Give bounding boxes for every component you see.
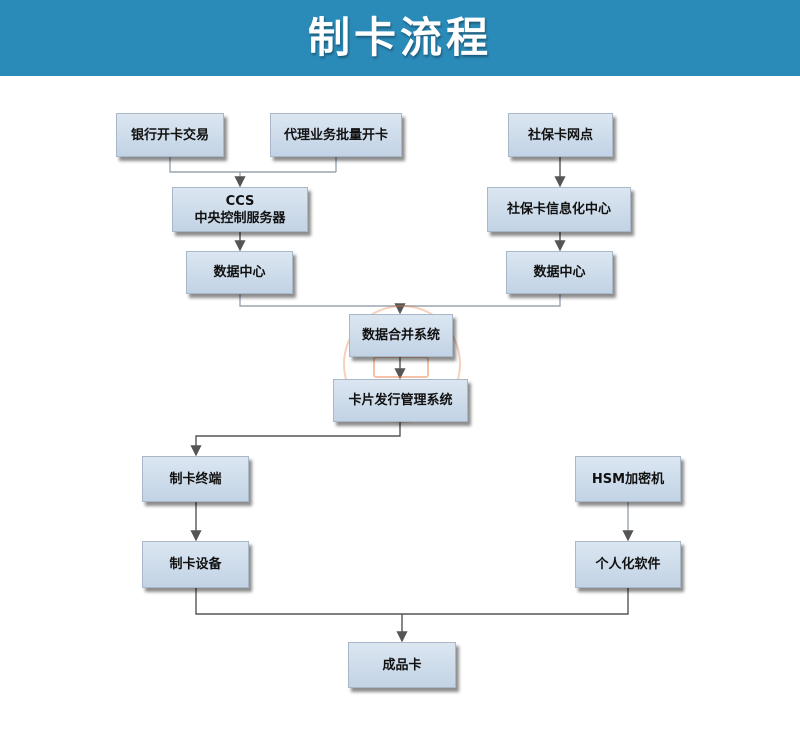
node-label: 数据中心 <box>533 265 586 280</box>
node-label: 制卡终端 <box>169 471 222 487</box>
node-label: 成品卡 <box>382 657 422 673</box>
node-data-center-right: 数据中心 <box>506 251 613 294</box>
node-card-device: 制卡设备 <box>142 541 249 588</box>
node-data-merge-system: 数据合并系统 <box>349 314 453 357</box>
node-card-issue-system: 卡片发行管理系统 <box>333 379 468 422</box>
node-label: HSM加密机 <box>591 471 665 487</box>
node-label-line2: 中央控制服务器 <box>194 210 286 226</box>
node-ccs-server: CCS 中央控制服务器 <box>172 187 308 232</box>
node-social-security-outlet: 社保卡网点 <box>508 113 613 157</box>
node-data-center-left: 数据中心 <box>186 251 293 294</box>
node-label: 数据合并系统 <box>361 328 440 343</box>
node-label: 个人化软件 <box>595 557 661 572</box>
node-personalization-software: 个人化软件 <box>575 541 681 588</box>
node-label: 数据中心 <box>213 265 266 280</box>
watermark-stamp-logo <box>373 356 429 378</box>
node-label: 代理业务批量开卡 <box>283 127 388 143</box>
node-label: 社保卡信息化中心 <box>506 202 611 217</box>
node-hsm: HSM加密机 <box>575 456 681 502</box>
node-social-info-center: 社保卡信息化中心 <box>487 187 631 232</box>
title-banner <box>0 0 800 76</box>
node-label: 银行开卡交易 <box>130 127 209 143</box>
node-label: 制卡设备 <box>169 557 222 572</box>
node-label-line1: CCS <box>225 193 255 209</box>
node-label: 卡片发行管理系统 <box>348 393 453 408</box>
watermark-stamp <box>343 305 461 423</box>
node-agent-batch-open-card: 代理业务批量开卡 <box>270 113 402 157</box>
node-card-terminal: 制卡终端 <box>142 456 249 502</box>
node-bank-open-card: 银行开卡交易 <box>116 113 224 157</box>
page-title: 制卡流程 <box>307 13 492 62</box>
node-label: 社保卡网点 <box>527 127 593 143</box>
node-finished-card: 成品卡 <box>348 642 456 688</box>
